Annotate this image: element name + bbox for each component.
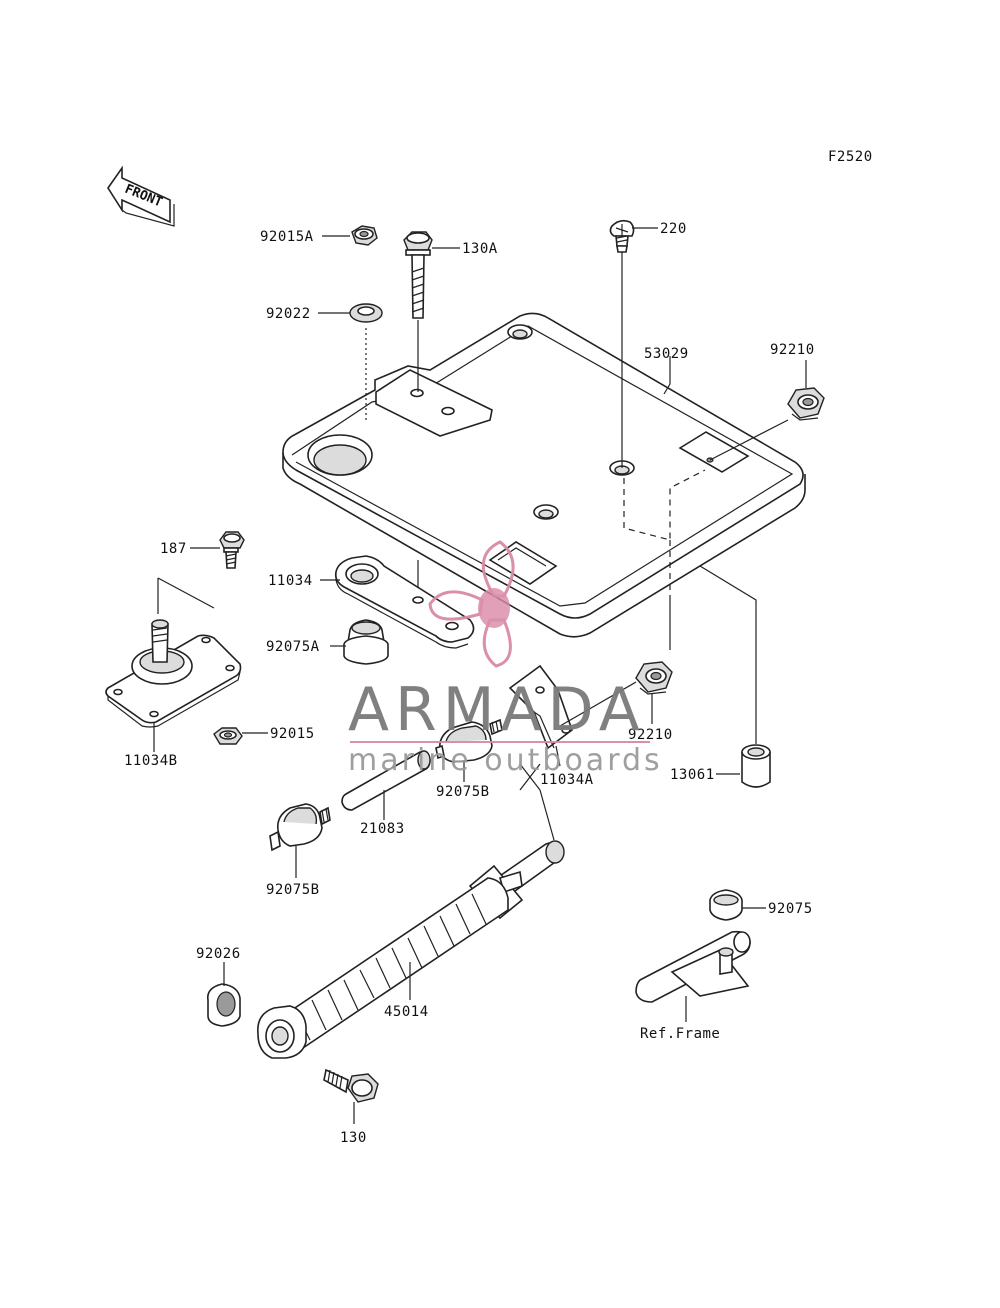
bolt-130A [403, 231, 433, 319]
callout-11034A: 11034A [540, 772, 594, 788]
callout-11034: 11034 [268, 573, 313, 589]
mount-92075B-low [269, 803, 331, 852]
callout-92210-mid: 92210 [628, 727, 673, 743]
nut-92015 [213, 727, 243, 745]
callout-130A: 130A [462, 241, 498, 257]
callout-53029: 53029 [644, 346, 689, 362]
bolt-130 [323, 1068, 379, 1103]
watermark: ARMADA marine outboards [348, 540, 663, 778]
callout-92015A: 92015A [260, 229, 314, 245]
callout-92075B-low: 92075B [266, 882, 320, 898]
rubber-92075 [709, 889, 743, 921]
shock-absorber-45014 [257, 763, 565, 1059]
callout-187: 187 [160, 541, 187, 557]
screw-220 [609, 219, 635, 253]
callout-21083: 21083 [360, 821, 405, 837]
callout-92015: 92015 [270, 726, 315, 742]
rubber-92075A [343, 619, 389, 665]
callout-ref-frame: Ref.Frame [640, 1026, 720, 1042]
bracket-11034 [334, 555, 475, 649]
callout-92210-top: 92210 [770, 342, 815, 358]
callout-92075B-mid: 92075B [436, 784, 490, 800]
front-arrow-icon: FRONT [107, 165, 175, 227]
pin-21083 [341, 750, 431, 811]
figure-code: F2520 [828, 149, 873, 165]
callout-220: 220 [660, 221, 687, 237]
watermark-brand: ARMADA [348, 675, 646, 745]
bushing-92026 [206, 983, 241, 1027]
washer-92022 [349, 303, 383, 323]
bracket-11034A [508, 664, 573, 750]
propeller-logo-icon [428, 540, 515, 668]
nut-92015A [351, 225, 378, 246]
collar-13061 [741, 744, 771, 788]
callout-130: 130 [340, 1130, 367, 1146]
plate-53029 [282, 312, 806, 638]
nut-92210-mid [635, 661, 673, 695]
callout-92075: 92075 [768, 901, 813, 917]
callout-13061: 13061 [670, 767, 715, 783]
bolt-187 [219, 531, 245, 569]
nut-92210-top [787, 387, 825, 421]
callout-11034B: 11034B [124, 753, 178, 769]
base-plate-11034B [105, 577, 242, 728]
callout-92026: 92026 [196, 946, 241, 962]
frame-reference [635, 930, 751, 1003]
callout-45014: 45014 [384, 1004, 429, 1020]
callout-92022: 92022 [266, 306, 311, 322]
callout-92075A: 92075A [266, 639, 320, 655]
watermark-tagline: marine outboards [348, 743, 663, 778]
